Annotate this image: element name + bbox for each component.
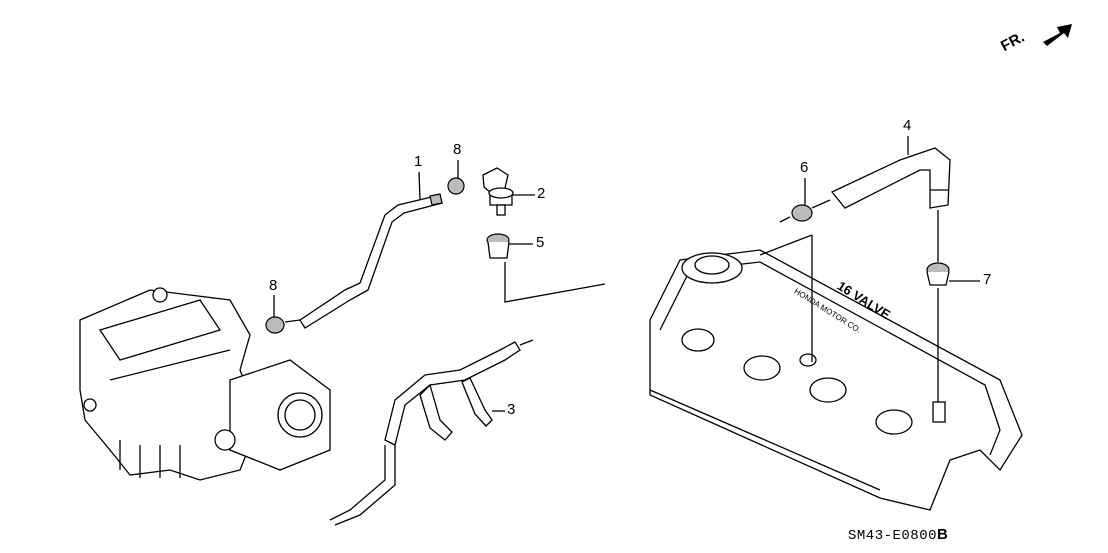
diagram-code-suffix: B xyxy=(937,526,949,543)
callout-5: 5 xyxy=(536,234,545,251)
intake-manifold xyxy=(79,287,331,481)
diagram-code-text: SM43-E0800 xyxy=(848,528,938,544)
pcv-valve xyxy=(482,167,514,216)
breather-hose-3 xyxy=(329,339,534,526)
callout-3: 3 xyxy=(507,401,516,418)
hose-clamp-8-lower xyxy=(265,316,285,334)
front-direction-arrow-icon xyxy=(1043,24,1072,46)
callout-6: 6 xyxy=(800,159,809,176)
breather-hose-4 xyxy=(830,147,951,209)
callout-leaders xyxy=(273,136,980,412)
callout-1: 1 xyxy=(414,153,423,170)
callout-2: 2 xyxy=(537,185,546,202)
callout-4: 4 xyxy=(903,117,912,134)
diagram-code: SM43-E0800B xyxy=(848,526,948,544)
callout-8-lower: 8 xyxy=(269,277,278,294)
pcv-grommet xyxy=(486,233,510,259)
callout-8-upper: 8 xyxy=(453,141,462,158)
breather-hose-1 xyxy=(299,194,443,329)
valve-cover: 16 VALVE HONDA MOTOR CO. xyxy=(649,249,1023,511)
callout-7: 7 xyxy=(983,271,992,288)
hose-clamp-6 xyxy=(791,204,813,222)
hose-clamp-8-upper xyxy=(447,177,465,195)
